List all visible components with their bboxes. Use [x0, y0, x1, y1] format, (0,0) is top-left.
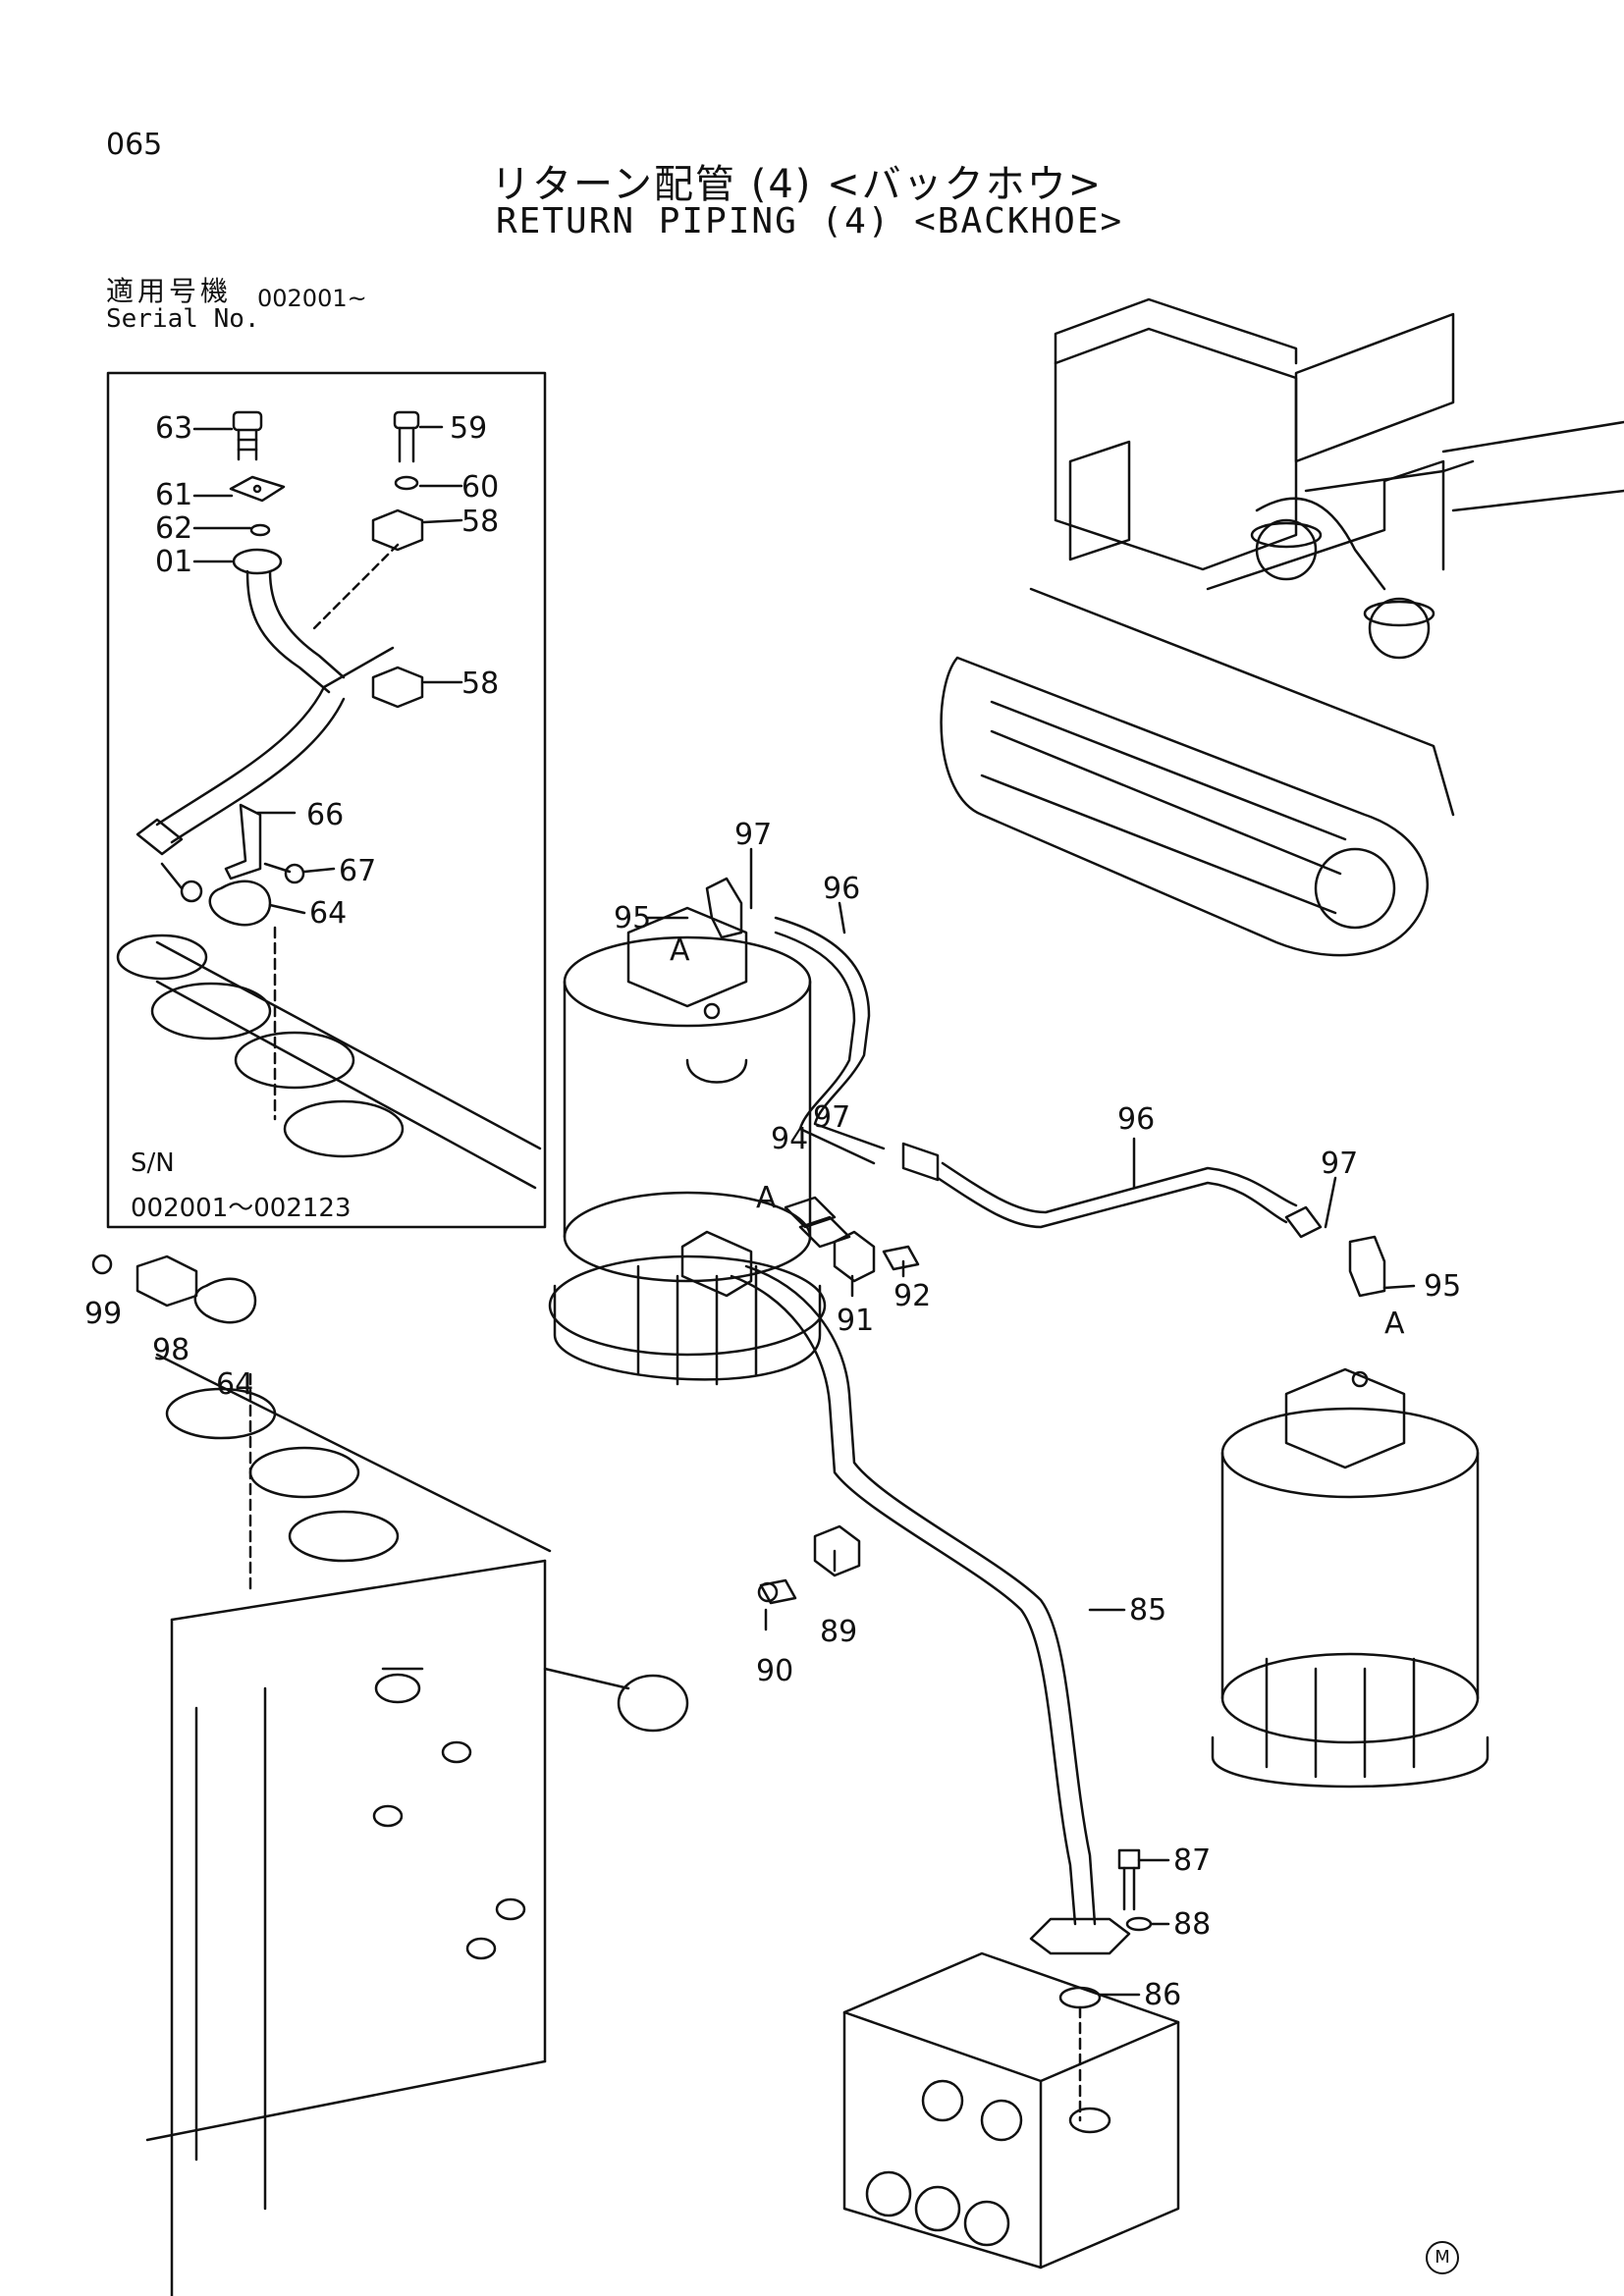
title-japanese: リターン配管 (4) <バックホウ> — [491, 162, 1104, 207]
callout-88: 88 — [1173, 1907, 1211, 1942]
leader-lines — [192, 425, 1416, 1997]
inset-parts — [116, 410, 542, 1190]
callout-97a: 97 — [734, 818, 772, 852]
excavator-overview — [940, 297, 1624, 957]
callout-91: 91 — [837, 1304, 874, 1338]
callout-98: 98 — [152, 1333, 189, 1367]
callout-87: 87 — [1173, 1843, 1211, 1878]
callout-64b: 64 — [216, 1367, 253, 1402]
callout-96b: 96 — [1117, 1102, 1155, 1137]
callout-58b: 58 — [461, 667, 499, 701]
callout-67: 67 — [339, 854, 376, 888]
callout-96a: 96 — [823, 872, 860, 906]
callout-90: 90 — [756, 1654, 793, 1688]
callout-95b: 95 — [1424, 1269, 1461, 1304]
callout-61: 61 — [155, 478, 192, 512]
inset-serial-range: 002001～002123 — [131, 1194, 352, 1223]
callout-A-a: A — [670, 934, 690, 968]
callout-A-c: A — [1384, 1307, 1405, 1341]
serial-label-japanese: 適用号機 — [106, 275, 233, 307]
inset-serial-label: S/N — [131, 1148, 175, 1178]
page-number: 065 — [106, 128, 163, 162]
hydraulic-tank — [145, 1353, 689, 2296]
callout-86: 86 — [1144, 1978, 1181, 2012]
inset-frame — [106, 371, 547, 1229]
callout-58a: 58 — [461, 505, 499, 539]
callout-59: 59 — [450, 411, 487, 446]
title-english: RETURN PIPING (4) <BACKHOE> — [496, 201, 1124, 241]
callout-63: 63 — [155, 411, 192, 446]
return-pipes — [91, 877, 1386, 2122]
serial-value: 002001~ — [257, 285, 367, 312]
callout-64a: 64 — [309, 896, 347, 931]
callout-62: 62 — [155, 511, 192, 546]
callout-66: 66 — [306, 798, 344, 832]
swing-motor-right — [1211, 1367, 1489, 1789]
callout-60: 60 — [461, 470, 499, 505]
callout-01: 01 — [155, 545, 192, 579]
callout-97b: 97 — [813, 1100, 850, 1135]
callout-89: 89 — [820, 1615, 857, 1649]
callout-92: 92 — [893, 1279, 931, 1313]
callout-99: 99 — [84, 1297, 122, 1331]
callout-85: 85 — [1129, 1593, 1166, 1628]
callout-A-b: A — [756, 1181, 777, 1215]
callout-94: 94 — [771, 1122, 808, 1156]
callout-97c: 97 — [1321, 1147, 1358, 1181]
callouts: 63 59 60 61 62 58 01 58 66 67 64 97 96 9… — [84, 411, 1461, 2012]
serial-label-english: Serial No. — [106, 304, 260, 334]
callout-95a: 95 — [614, 901, 651, 935]
control-valve — [842, 1951, 1180, 2269]
m-mark-icon: M — [1426, 2241, 1459, 2274]
